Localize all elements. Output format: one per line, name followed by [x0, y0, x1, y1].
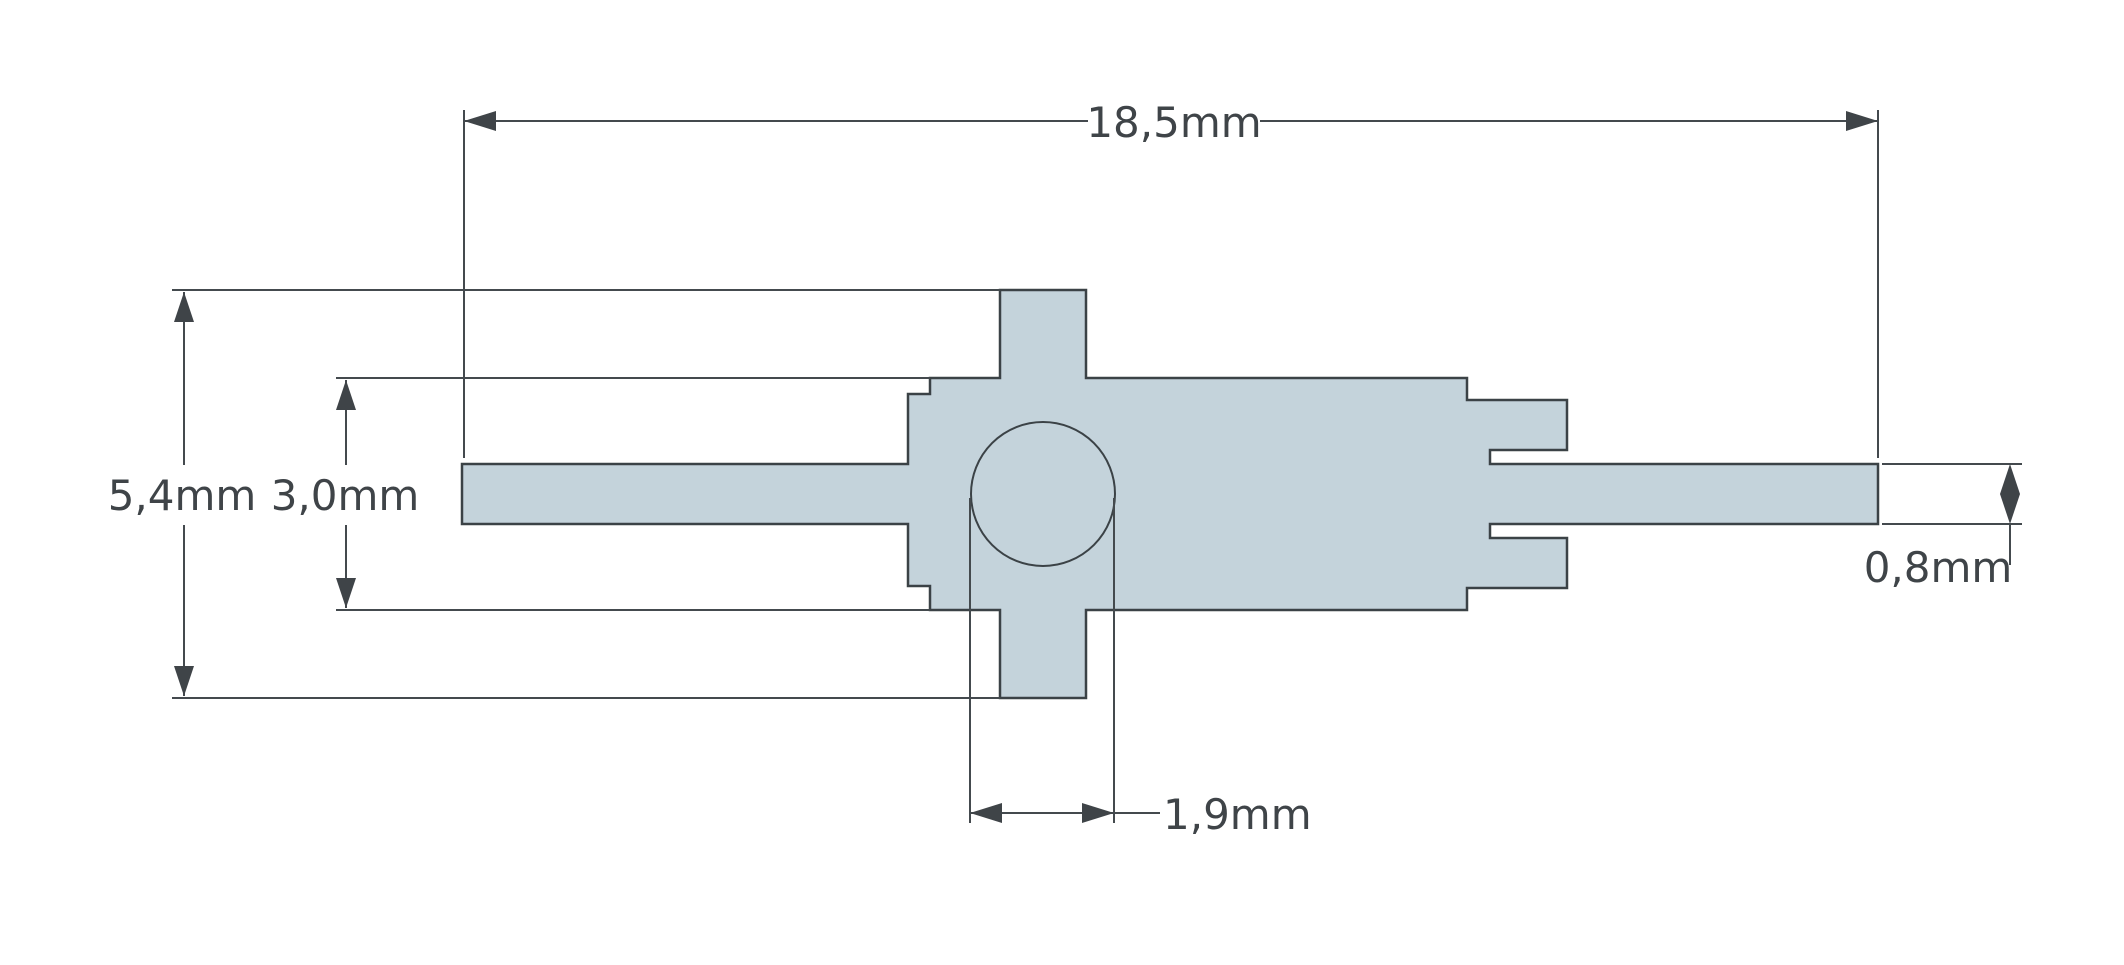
arrowhead-bottom	[174, 666, 194, 696]
label-overall-length: 18,5mm	[1086, 98, 1261, 147]
arrowhead-right	[1082, 803, 1114, 823]
part-outline	[460, 288, 1880, 700]
arrowhead-down	[2000, 464, 2020, 494]
arrowhead-top	[336, 380, 356, 410]
label-hole-diameter: 1,9mm	[1163, 790, 1312, 839]
arrowhead-top	[174, 292, 194, 322]
dimension-overall-height: 5,4mm	[108, 289, 1000, 699]
label-pin-thickness: 0,8mm	[1864, 543, 2013, 592]
label-overall-height: 5,4mm	[108, 471, 257, 520]
dimension-body-height: 3,0mm	[271, 377, 930, 611]
dimension-hole-diameter: 1,9mm	[969, 498, 1312, 839]
arrowhead-bottom	[336, 578, 356, 608]
arrowhead-up	[2000, 494, 2020, 524]
hole-circle	[970, 421, 1116, 567]
dimension-overall-length: 18,5mm	[463, 98, 1879, 458]
label-body-height: 3,0mm	[271, 471, 420, 520]
arrowhead-left	[970, 803, 1002, 823]
dimension-pin-thickness: 0,8mm	[1864, 463, 2022, 592]
arrowhead-left	[464, 111, 496, 131]
arrowhead-right	[1846, 111, 1878, 131]
